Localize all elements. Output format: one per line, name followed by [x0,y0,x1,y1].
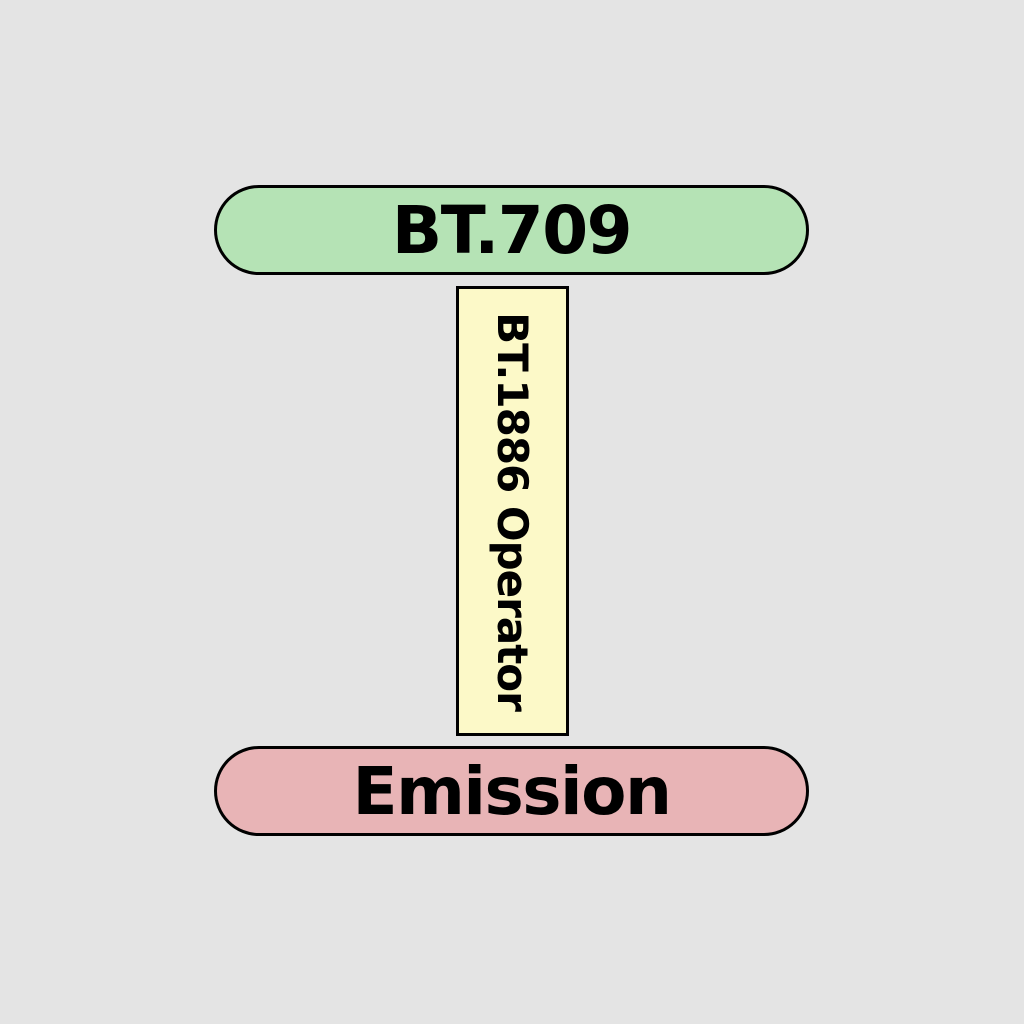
node-emission: Emission [214,746,809,836]
node-bt709-label: BT.709 [391,191,633,269]
node-bt1886-operator-label: BT.1886 Operator [488,311,537,711]
node-bt709: BT.709 [214,185,809,275]
node-bt1886-operator: BT.1886 Operator [456,286,569,736]
node-emission-label: Emission [352,752,673,830]
